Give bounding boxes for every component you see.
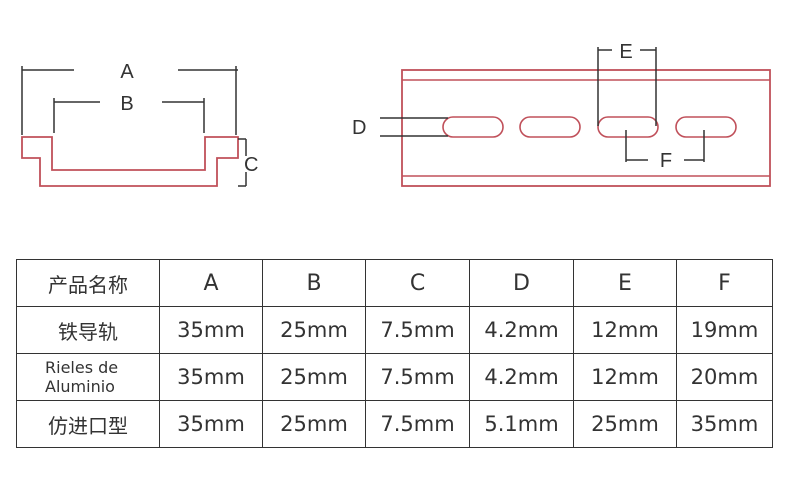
dimension-a: A <box>21 61 238 135</box>
table-row: 铁导轨 35mm 25mm 7.5mm 4.2mm 12mm 19mm <box>16 306 773 354</box>
rail-profile-outline <box>21 136 239 187</box>
dimension-b: B <box>53 93 205 133</box>
din-rail-diagram: A B C D E <box>21 41 771 187</box>
cell-d: 4.2mm <box>469 353 574 401</box>
cell-e: 25mm <box>573 400 677 448</box>
dimension-d: D <box>352 117 448 139</box>
header-d: D <box>469 259 574 307</box>
label-b: B <box>120 93 133 115</box>
cell-c: 7.5mm <box>365 306 470 354</box>
header-f: F <box>676 259 773 307</box>
table-row: Rieles de Aluminio 35mm 25mm 7.5mm 4.2mm… <box>16 353 773 401</box>
mounting-slot <box>675 116 737 138</box>
label-d: D <box>352 117 366 139</box>
header-e: E <box>573 259 677 307</box>
cell-d: 5.1mm <box>469 400 574 448</box>
cell-f: 35mm <box>676 400 773 448</box>
header-c: C <box>365 259 470 307</box>
header-product-name: 产品名称 <box>16 259 160 307</box>
cell-a: 35mm <box>159 400 263 448</box>
cell-d: 4.2mm <box>469 306 574 354</box>
table-header-row: 产品名称 A B C D E F <box>16 259 773 307</box>
mounting-slot <box>597 116 659 138</box>
dimension-e: E <box>597 41 657 126</box>
dimension-c: C <box>238 138 258 187</box>
rail-top-view <box>401 69 771 187</box>
label-c: C <box>244 154 258 176</box>
cell-c: 7.5mm <box>365 353 470 401</box>
cell-b: 25mm <box>262 306 366 354</box>
label-a: A <box>120 61 134 83</box>
dimension-f: F <box>625 130 705 172</box>
row-product-name: 铁导轨 <box>16 306 160 354</box>
label-e: E <box>619 41 632 63</box>
label-f: F <box>660 150 672 172</box>
mounting-slot <box>442 116 504 138</box>
cell-b: 25mm <box>262 353 366 401</box>
cell-a: 35mm <box>159 306 263 354</box>
cell-e: 12mm <box>573 306 677 354</box>
cell-e: 12mm <box>573 353 677 401</box>
cell-a: 35mm <box>159 353 263 401</box>
header-b: B <box>262 259 366 307</box>
rail-cross-section <box>21 136 239 187</box>
table-row: 仿进口型 35mm 25mm 7.5mm 5.1mm 25mm 35mm <box>16 400 773 448</box>
cell-f: 19mm <box>676 306 773 354</box>
rail-body-outline <box>401 69 771 187</box>
row-product-name: Rieles de Aluminio <box>16 353 160 401</box>
row-product-name: 仿进口型 <box>16 400 160 448</box>
spec-table: 产品名称 A B C D E F 铁导轨 35mm 25mm 7.5mm 4.2… <box>16 259 773 448</box>
cell-c: 7.5mm <box>365 400 470 448</box>
cell-b: 25mm <box>262 400 366 448</box>
mounting-slot <box>519 116 581 138</box>
cell-f: 20mm <box>676 353 773 401</box>
header-a: A <box>159 259 263 307</box>
